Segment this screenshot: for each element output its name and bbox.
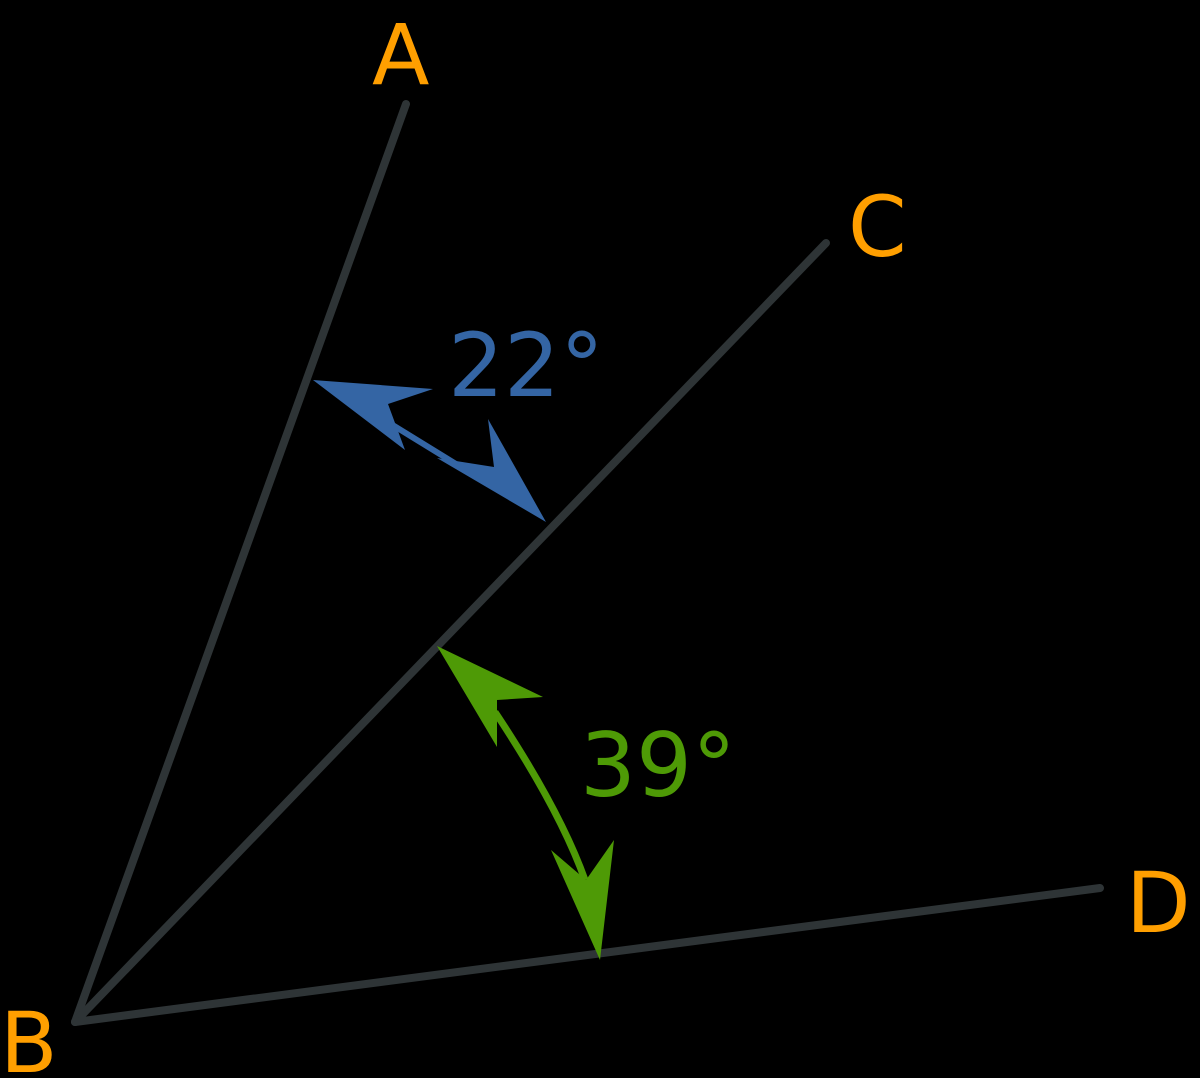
point-label-d: D xyxy=(1126,854,1191,952)
ray-bd xyxy=(71,884,1104,1026)
angle-label-cbd: 39° xyxy=(580,714,736,817)
angle-cbd-arrow-icon xyxy=(437,646,614,960)
point-label-c: C xyxy=(848,178,907,276)
ray-ba xyxy=(71,100,410,1026)
angle-abc-arrow-icon xyxy=(313,380,546,522)
point-label-b: B xyxy=(0,994,58,1078)
ray-bc xyxy=(71,239,830,1026)
angle-label-abc: 22° xyxy=(448,314,604,417)
point-label-a: A xyxy=(372,6,429,104)
